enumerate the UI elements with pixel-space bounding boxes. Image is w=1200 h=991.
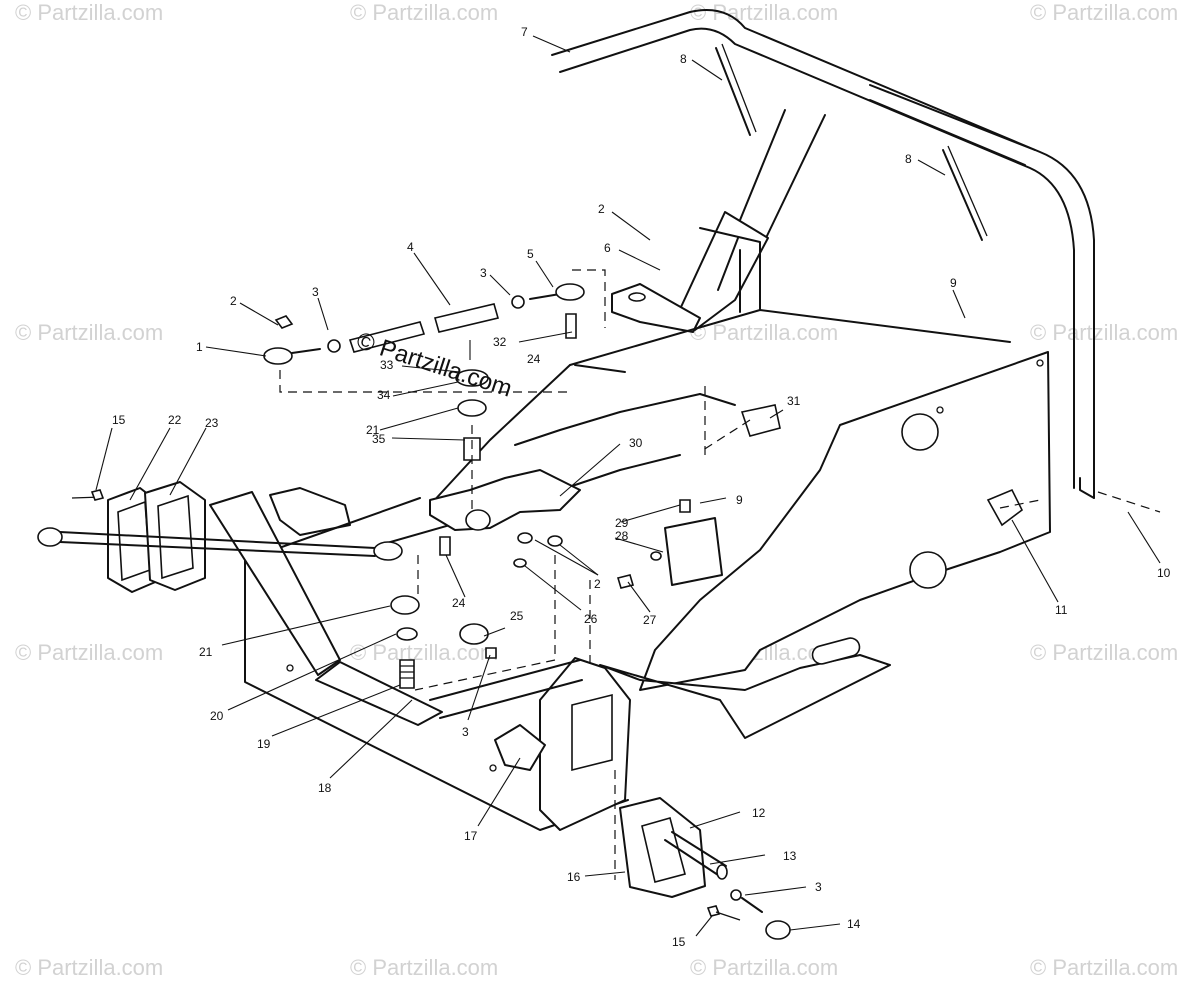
- watermark: © Partzilla.com: [1030, 955, 1178, 980]
- callout-4: 4: [407, 240, 414, 254]
- callout-25: 25: [510, 609, 524, 623]
- leader-lines: [95, 35, 1161, 937]
- callout-2: 2: [230, 294, 237, 308]
- left-tie-rod: [37, 489, 403, 561]
- callout-22: 22: [168, 413, 182, 427]
- watermark: © Partzilla.com: [15, 955, 163, 980]
- lower-spring-stack: [390, 595, 420, 689]
- callout-3: 3: [480, 266, 487, 280]
- watermark: © Partzilla.com: [690, 0, 838, 25]
- callout-23: 23: [205, 416, 219, 430]
- callout-24: 24: [527, 352, 541, 366]
- callout-31: 31: [787, 394, 801, 408]
- steering-column: [674, 109, 826, 331]
- callout-20: 20: [210, 709, 224, 723]
- callout-14: 14: [847, 917, 861, 931]
- watermark: © Partzilla.com: [15, 0, 163, 25]
- watermark: © Partzilla.com: [15, 320, 163, 345]
- right-support-bracket: [429, 657, 631, 831]
- callout-2: 2: [598, 202, 605, 216]
- watermark: © Partzilla.com: [690, 320, 838, 345]
- callout-33: 33: [380, 358, 394, 372]
- upper-tab-plate: [611, 283, 701, 333]
- seat-frame: [244, 227, 1051, 831]
- callout-21: 21: [199, 645, 213, 659]
- callout-5: 5: [527, 247, 534, 261]
- callout-19: 19: [257, 737, 271, 751]
- callout-numbers: 7 8 8 9 9 10 11 2 6 5 4 3 3 2 1 32 33 34…: [112, 25, 1171, 949]
- callout-3: 3: [815, 880, 822, 894]
- callout-17: 17: [464, 829, 478, 843]
- callout-15: 15: [672, 935, 686, 949]
- callout-8: 8: [680, 52, 687, 66]
- watermark: © Partzilla.com: [350, 0, 498, 25]
- right-side-hardware: [459, 404, 1024, 771]
- callout-35: 35: [372, 432, 386, 446]
- callout-1: 1: [196, 340, 203, 354]
- watermark: © Partzilla.com: [1030, 640, 1178, 665]
- lower-right-grommet: [619, 797, 791, 940]
- callout-6: 6: [604, 241, 611, 255]
- callout-32: 32: [493, 335, 507, 349]
- callout-28: 28: [615, 529, 629, 543]
- callout-9: 9: [950, 276, 957, 290]
- callout-8: 8: [905, 152, 912, 166]
- callout-10: 10: [1157, 566, 1171, 580]
- callout-18: 18: [318, 781, 332, 795]
- callout-30: 30: [629, 436, 643, 450]
- callout-34: 34: [377, 388, 391, 402]
- callout-16: 16: [567, 870, 581, 884]
- callout-21: 21: [366, 423, 380, 437]
- steering-rods: [715, 43, 988, 241]
- callout-9: 9: [736, 493, 743, 507]
- callout-29: 29: [615, 516, 629, 530]
- watermark: © Partzilla.com: [1030, 320, 1178, 345]
- callout-15: 15: [112, 413, 126, 427]
- watermark: © Partzilla.com: [15, 640, 163, 665]
- callout-24: 24: [452, 596, 466, 610]
- callout-2: 2: [594, 577, 601, 591]
- callout-27: 27: [643, 613, 657, 627]
- callout-3: 3: [312, 285, 319, 299]
- watermark: © Partzilla.com: [690, 955, 838, 980]
- callout-26: 26: [584, 612, 598, 626]
- watermark: © Partzilla.com: [350, 955, 498, 980]
- callout-13: 13: [783, 849, 797, 863]
- watermarks: © Partzilla.com © Partzilla.com © Partzi…: [15, 0, 1178, 980]
- callout-3: 3: [462, 725, 469, 739]
- callout-7: 7: [521, 25, 528, 39]
- upper-rod-assembly: [263, 283, 585, 365]
- callout-12: 12: [752, 806, 766, 820]
- watermark: © Partzilla.com: [1030, 0, 1178, 25]
- callout-11: 11: [1055, 603, 1068, 617]
- steering-bar: [551, 9, 1095, 499]
